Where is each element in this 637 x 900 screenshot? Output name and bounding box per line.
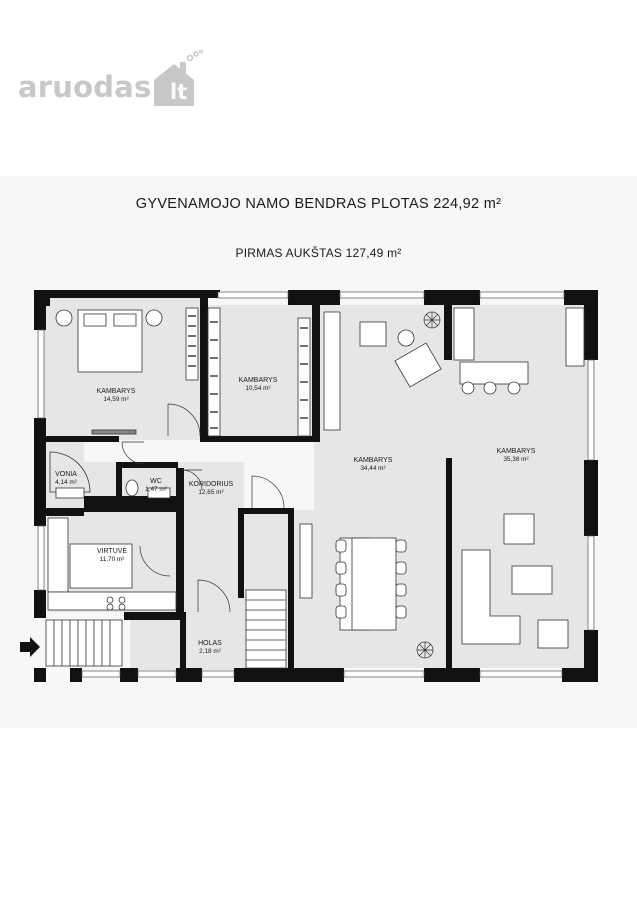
room-area-corridor: 12,65 m² [198, 489, 223, 496]
room-label-bath: VONIA [55, 471, 77, 478]
kitchen-units [47, 517, 177, 611]
room-area-bath: 4,14 m² [55, 479, 77, 486]
room-label-bedroom1: KAMBARYS [97, 388, 136, 395]
logo-tld: lt [170, 80, 188, 104]
plant-icon [416, 311, 441, 659]
room-label-corridor: KORIDORIUS [189, 481, 234, 488]
bath-fixtures [49, 451, 171, 499]
room-label-kitchen: VIRTUVĖ [97, 546, 128, 555]
room-area-living2: 35,38 m² [503, 456, 528, 463]
walls [34, 290, 598, 682]
wardrobes [185, 307, 311, 437]
room-area-hall: 2,18 m² [199, 648, 221, 655]
staircase [245, 589, 287, 669]
room-label-wc: WC [150, 478, 162, 485]
total-area-title: GYVENAMOJO NAMO BENDRAS PLOTAS 224,92 m² [135, 196, 502, 212]
room-area-bedroom1: 14,59 m² [103, 396, 128, 403]
room-label-living2: KAMBARYS [497, 448, 536, 455]
room-labels: KAMBARYS 14,59 m² KAMBARYS 10,54 m² KAMB… [55, 377, 536, 655]
room-area-wc: 1,47 m² [145, 486, 167, 493]
entrance-arrow-icon [20, 637, 40, 657]
floor-area-subtitle: PIRMAS AUKŠTAS 127,49 m² [235, 246, 402, 260]
room-label-living: KAMBARYS [354, 457, 393, 464]
windows [37, 291, 595, 678]
room-area-kitchen: 11,70 m² [100, 556, 125, 563]
room-label-bedroom2: KAMBARYS [239, 377, 278, 384]
room-label-hall: HOLAS [198, 640, 222, 647]
room-area-living: 34,44 m² [360, 465, 385, 472]
house-icon [154, 50, 203, 106]
bed [55, 309, 163, 435]
living-furniture [299, 307, 585, 649]
aruodas-logo: aruodas lt [18, 42, 218, 106]
doors [121, 403, 285, 613]
logo-name: aruodas [18, 70, 152, 104]
entrance-steps [45, 619, 123, 667]
room-area-bedroom2: 10,54 m² [245, 385, 270, 392]
